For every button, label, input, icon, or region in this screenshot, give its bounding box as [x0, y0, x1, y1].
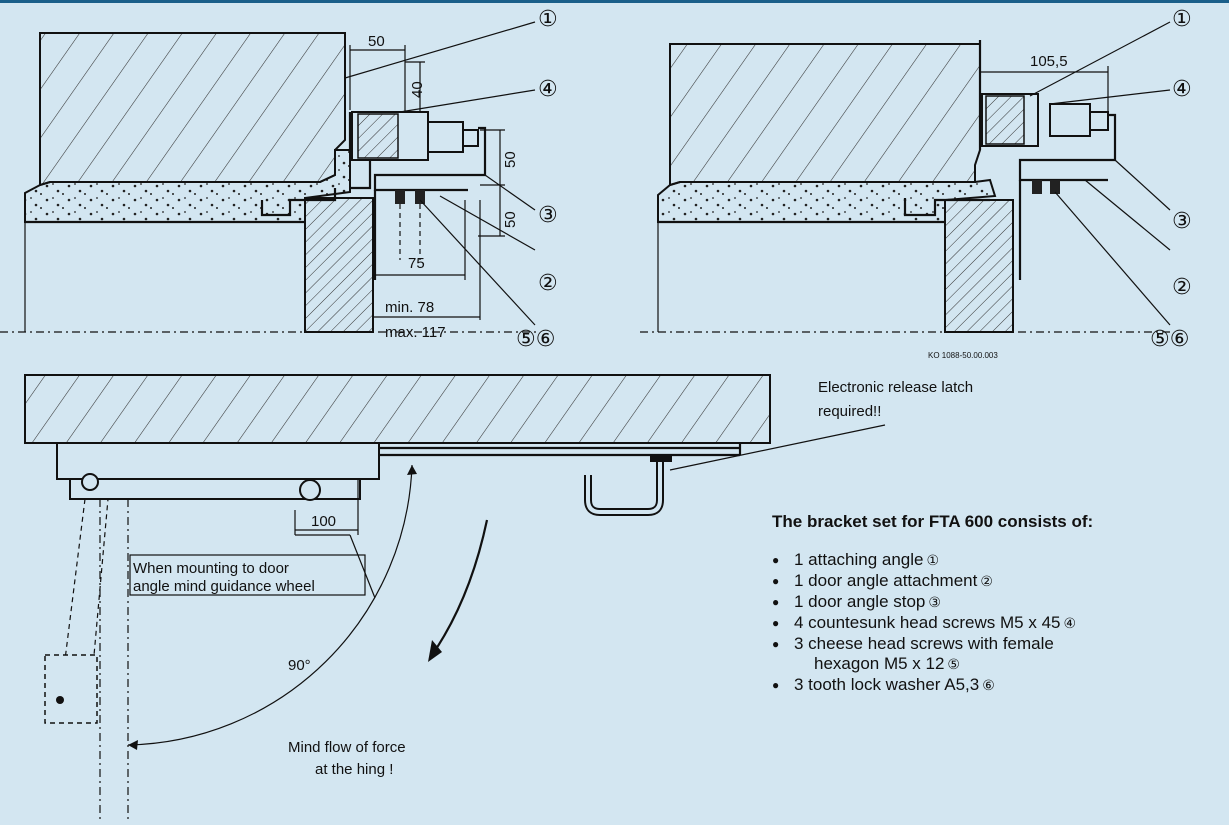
section-right: 105,5 ① ④ ③ ② ⑤⑥ KO 1088-50.00.003	[640, 7, 1192, 360]
item-text: 4 countesunk head screws M5 x 45	[794, 613, 1061, 632]
bracket-set-list: The bracket set for FTA 600 consists of:…	[772, 512, 1212, 696]
force-note-line2: at the hing !	[315, 761, 393, 778]
door-frame-section-right	[944, 199, 1014, 333]
callout-4-right: ④	[1172, 77, 1192, 102]
callout-3-right: ③	[1172, 209, 1192, 234]
dim-40: 40	[409, 81, 426, 98]
dim-105: 105,5	[1030, 53, 1068, 70]
dim-max: max. 117	[385, 324, 446, 341]
dim-50-vertical-upper: 50	[502, 151, 519, 168]
section-plan: When mounting to door angle mind guidanc…	[24, 374, 973, 820]
item-text: 1 attaching angle	[794, 550, 924, 569]
item-text: 1 door angle stop	[794, 592, 926, 611]
mounting-note-line2: angle mind guidance wheel	[133, 578, 315, 595]
force-note-line1: Mind flow of force	[288, 739, 406, 756]
callout-2-right: ②	[1172, 275, 1192, 300]
item-number: ②	[980, 574, 993, 590]
item-text: 3 tooth lock washer A5,3	[794, 675, 980, 694]
list-item: 4 countesunk head screws M5 x 45④	[772, 613, 1212, 634]
item-text: hexagon M5 x 12	[814, 654, 945, 673]
dim-50-vertical-lower: 50	[502, 211, 519, 228]
upper-wall	[39, 32, 346, 187]
dim-100: 100	[311, 513, 336, 530]
item-number: ③	[928, 595, 941, 611]
upper-wall-right	[669, 43, 981, 187]
bracket-set-title: The bracket set for FTA 600 consists of:	[772, 512, 1094, 531]
dim-50-top: 50	[368, 33, 385, 50]
latch-note-line2: required!!	[818, 403, 881, 420]
section-left: 50 40 50 50 75 min. 78 max. 117 ① ④ ③ ② …	[0, 7, 558, 352]
item-number: ①	[926, 553, 940, 569]
callout-1-left: ①	[538, 7, 558, 32]
item-number: ④	[1063, 616, 1077, 632]
list-item: 3 cheese head screws with female	[772, 634, 1212, 654]
callout-2-left: ②	[538, 271, 558, 296]
item-number: ⑤	[947, 657, 960, 673]
latch-note-line1: Electronic release latch	[818, 379, 973, 396]
list-item: 3 tooth lock washer A5,3⑥	[772, 675, 1212, 696]
top-border	[0, 0, 1229, 3]
callout-56-right: ⑤⑥	[1150, 327, 1189, 352]
operator-housing	[56, 442, 380, 480]
dim-75: 75	[408, 255, 425, 272]
dim-min: min. 78	[385, 299, 434, 316]
callout-3-left: ③	[538, 203, 558, 228]
item-text: 3 cheese head screws with female	[794, 634, 1054, 653]
door-frame-section	[304, 197, 374, 333]
item-text: 1 door angle attachment	[794, 571, 978, 590]
callout-1-right: ①	[1172, 7, 1192, 32]
lintel-wall	[24, 374, 771, 444]
angle-90: 90°	[288, 657, 311, 674]
mounting-note-line1: When mounting to door	[133, 560, 289, 577]
callout-4-left: ④	[538, 77, 558, 102]
item-number: ⑥	[982, 678, 995, 694]
callout-56-left: ⑤⑥	[516, 327, 555, 352]
reference-code: KO 1088-50.00.003	[928, 351, 998, 360]
mounting-note-box	[129, 554, 366, 596]
